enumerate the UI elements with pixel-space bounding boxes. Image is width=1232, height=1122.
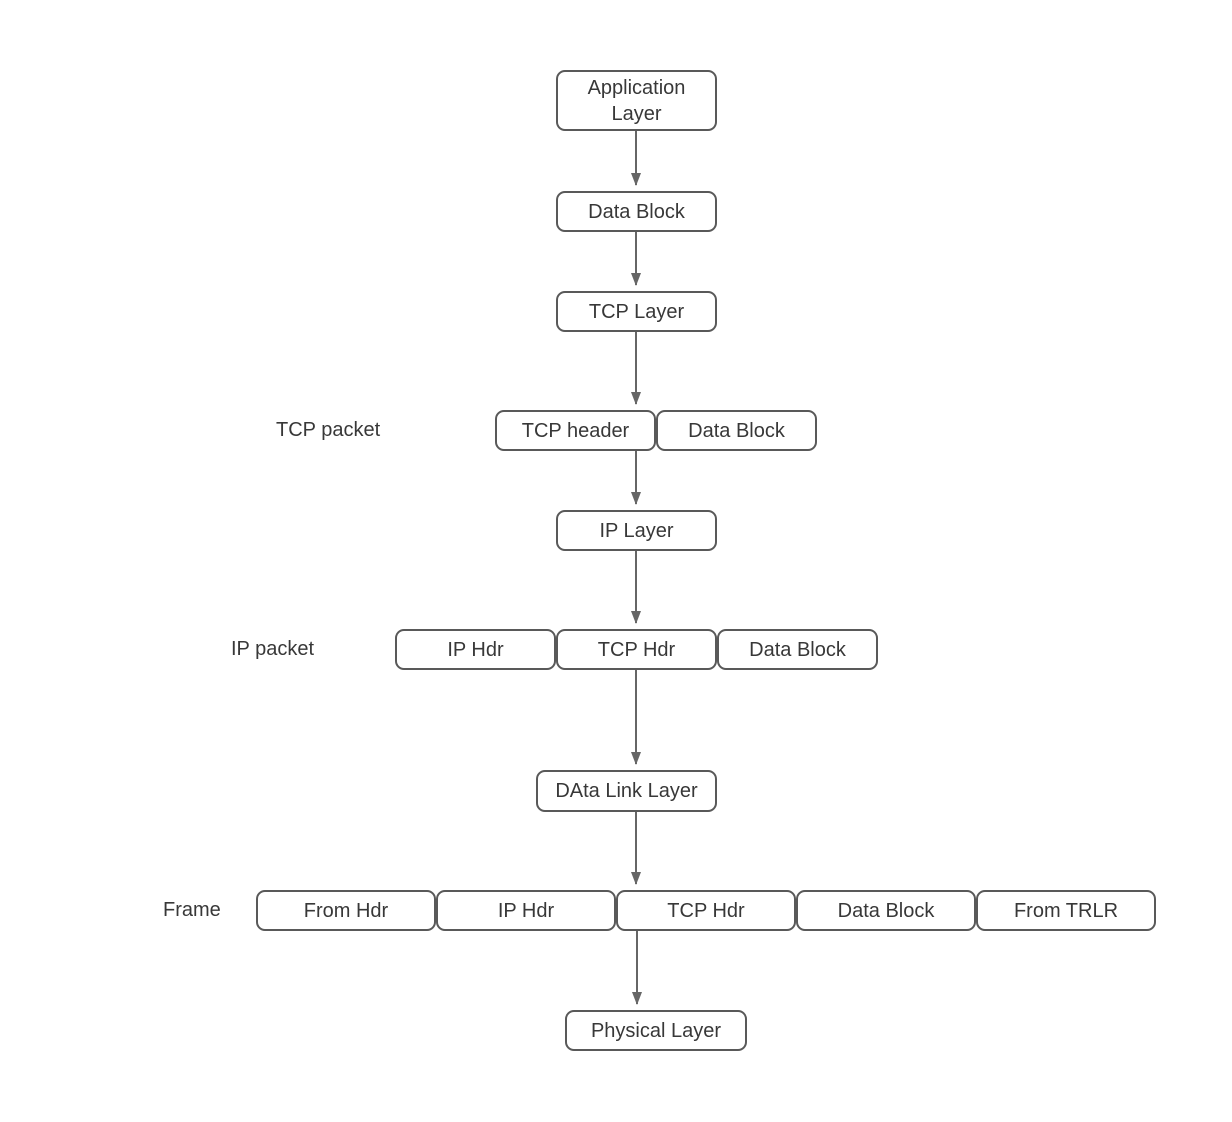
label-frame: Frame bbox=[163, 899, 221, 921]
node-frame-from-trlr: From TRLR bbox=[976, 890, 1156, 931]
node-frame-ip-hdr: IP Hdr bbox=[436, 890, 616, 931]
node-application-layer: Application Layer bbox=[556, 70, 717, 131]
node-data-block: Data Block bbox=[556, 191, 717, 232]
node-tcp-header: TCP header bbox=[495, 410, 656, 451]
node-physical-layer: Physical Layer bbox=[565, 1010, 747, 1051]
node-data-link-layer: DAta Link Layer bbox=[536, 770, 717, 812]
label-ip-packet: IP packet bbox=[231, 638, 315, 660]
node-ip-layer: IP Layer bbox=[556, 510, 717, 551]
node-ip-packet-ip-hdr: IP Hdr bbox=[395, 629, 556, 670]
node-frame-data-block: Data Block bbox=[796, 890, 976, 931]
node-frame-tcp-hdr: TCP Hdr bbox=[616, 890, 796, 931]
node-tcp-layer: TCP Layer bbox=[556, 291, 717, 332]
label-tcp-packet: TCP packet bbox=[276, 419, 381, 441]
node-tcp-packet-data-block: Data Block bbox=[656, 410, 817, 451]
node-ip-packet-tcp-hdr: TCP Hdr bbox=[556, 629, 717, 670]
node-ip-packet-data-block: Data Block bbox=[717, 629, 878, 670]
node-frame-from-hdr: From Hdr bbox=[256, 890, 436, 931]
